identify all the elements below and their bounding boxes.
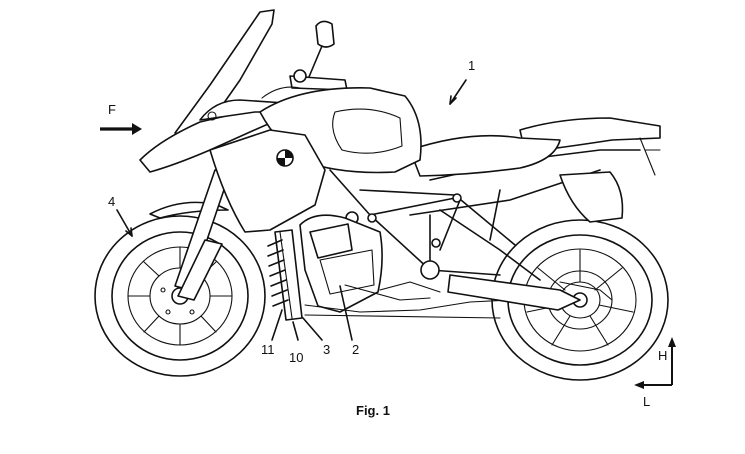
handlebar <box>261 69 348 99</box>
side-cover <box>209 129 326 233</box>
tail-section <box>519 117 661 223</box>
engine <box>299 214 511 319</box>
coordinate-axes-icon <box>634 337 676 389</box>
figure-caption: Fig. 1 <box>356 403 390 418</box>
label-height: H <box>658 348 667 363</box>
mirror <box>305 20 335 85</box>
label-forward: F <box>108 102 116 117</box>
label-2: 2 <box>352 342 359 357</box>
label-10: 10 <box>289 350 303 365</box>
leader-lines <box>116 79 467 341</box>
label-length: L <box>643 394 650 409</box>
forward-arrow-icon <box>100 123 142 135</box>
seat <box>409 134 561 177</box>
tank-panel <box>332 108 403 154</box>
label-3: 3 <box>323 342 330 357</box>
swingarm <box>447 274 613 311</box>
label-4: 4 <box>108 194 115 209</box>
front-fork <box>174 169 231 301</box>
main-frame <box>329 169 516 280</box>
label-1: 1 <box>468 58 475 73</box>
label-11: 11 <box>261 342 275 357</box>
brand-logo-icon <box>276 149 294 167</box>
radiator-assembly <box>267 229 303 321</box>
